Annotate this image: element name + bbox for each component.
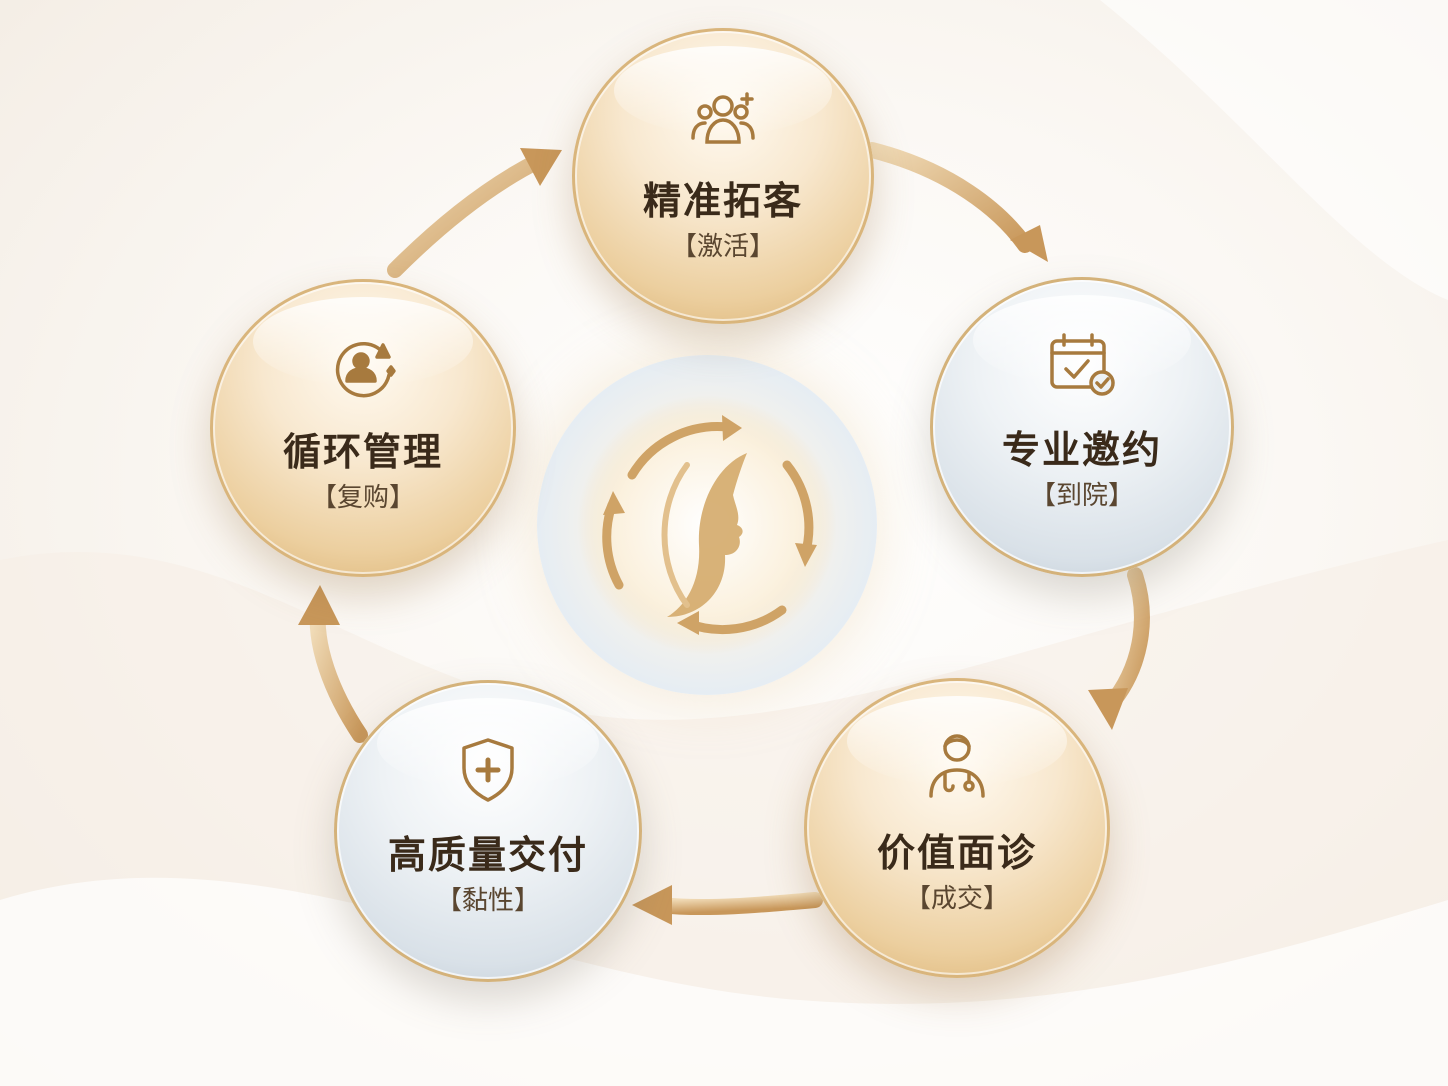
doctor-icon bbox=[921, 730, 993, 802]
arrowhead-invite bbox=[1010, 225, 1048, 262]
arrowhead-cycle bbox=[298, 585, 340, 625]
node-cycle-sub: 【复购】 bbox=[310, 483, 415, 513]
calendar-check-icon bbox=[1046, 329, 1118, 401]
node-consult-title: 价值面诊 bbox=[876, 830, 1037, 875]
node-invite-title: 专业邀约 bbox=[1001, 427, 1162, 472]
arrow-deliver-to-cycle bbox=[309, 602, 368, 743]
node-invite: 专业邀约 【到院】 bbox=[930, 277, 1234, 577]
arrowhead-acquire bbox=[520, 148, 562, 186]
node-consult: 价值面诊 【成交】 bbox=[804, 678, 1110, 978]
node-acquire-sub: 【激活】 bbox=[670, 232, 775, 262]
node-deliver-sub: 【黏性】 bbox=[435, 886, 540, 916]
center-emblem bbox=[537, 355, 877, 695]
node-cycle: 循环管理 【复购】 bbox=[210, 279, 516, 577]
node-consult-sub: 【成交】 bbox=[904, 884, 1009, 914]
arrowhead-deliver bbox=[632, 885, 672, 925]
arrow-acquire-to-invite bbox=[864, 142, 1033, 253]
arrow-invite-to-consult bbox=[1102, 567, 1150, 713]
arrowhead-consult bbox=[1088, 688, 1128, 730]
shield-plus-icon bbox=[452, 734, 524, 806]
node-acquire-title: 精准拓客 bbox=[642, 178, 803, 223]
arrow-cycle-to-acquire bbox=[387, 152, 548, 278]
arrow-consult-to-deliver bbox=[652, 892, 823, 916]
node-invite-sub: 【到院】 bbox=[1029, 481, 1134, 511]
user-refresh-icon bbox=[327, 331, 399, 403]
node-acquire: 精准拓客 【激活】 bbox=[572, 28, 874, 324]
node-deliver-title: 高质量交付 bbox=[387, 832, 588, 877]
node-cycle-title: 循环管理 bbox=[282, 429, 443, 474]
woman-profile-cycle-icon bbox=[577, 395, 837, 655]
user-group-add-icon bbox=[687, 84, 759, 156]
node-deliver: 高质量交付 【黏性】 bbox=[334, 680, 642, 982]
